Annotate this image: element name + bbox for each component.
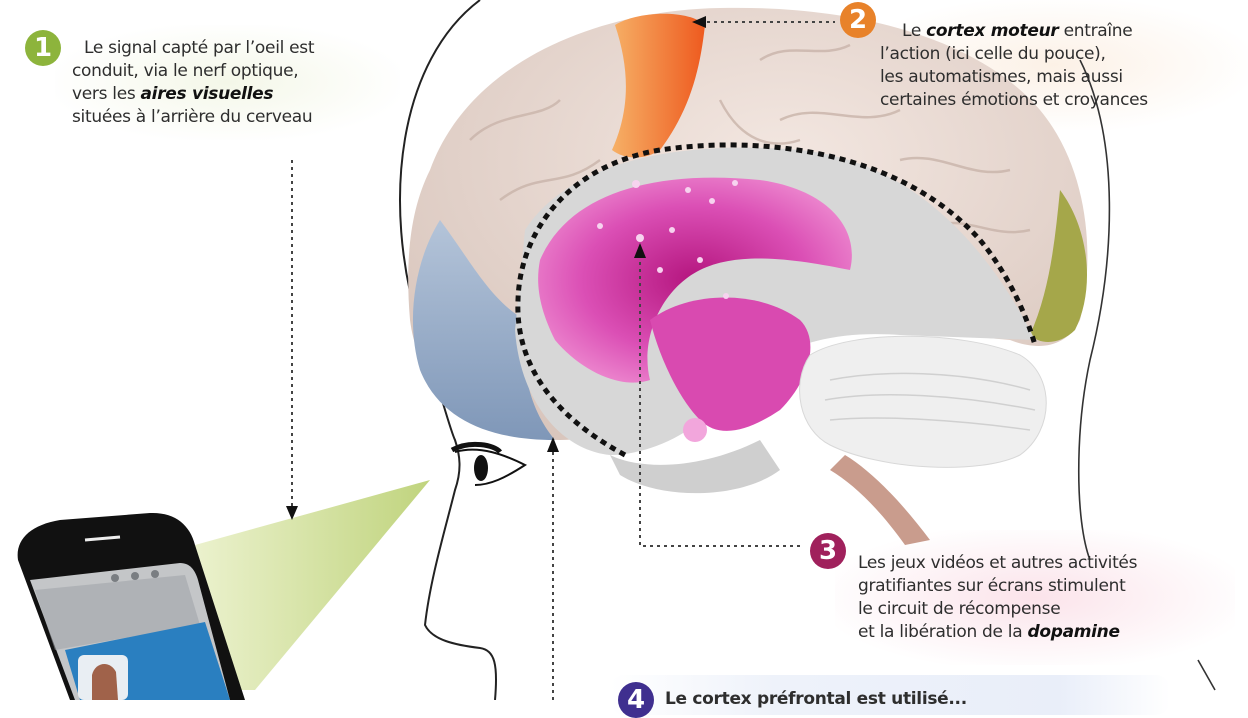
gaze-cone (195, 480, 430, 690)
step1-line3: vers les aires visuelles (72, 84, 274, 104)
brain-illustration (17, 0, 1216, 700)
cerebellum (799, 335, 1047, 468)
step2-line2: l’action (ici celle du pouce), (880, 44, 1106, 64)
step3-line2: gratifiantes sur écrans stimulent (858, 576, 1126, 596)
occipital-region (1030, 190, 1087, 342)
step1-line2: conduit, via le nerf optique, (72, 61, 299, 81)
step1-line4: situées à l’arrière du cerveau (72, 107, 313, 127)
visual-cortex (412, 220, 555, 440)
step1-caption: Le signal capté par l’oeil est conduit, … (72, 37, 412, 129)
step1-emphasis: aires visuelles (140, 84, 274, 104)
step2-line4: certaines émotions et croyances (880, 90, 1148, 110)
step2-badge: 2 (840, 2, 876, 38)
step1-badge: 1 (25, 30, 61, 66)
motor-cortex (612, 13, 705, 158)
step3-line4: et la libération de la dopamine (858, 622, 1120, 642)
step4-badge: 4 (618, 682, 654, 718)
step1-caption-background (55, 25, 400, 140)
step3-line3: le circuit de récompense (858, 599, 1061, 619)
step2-line3: les automatismes, mais aussi (880, 67, 1123, 87)
step3-caption: Les jeux vidéos et autres activités grat… (858, 552, 1238, 644)
reward-circuit (538, 177, 852, 383)
step3-emphasis: dopamine (1027, 622, 1120, 642)
smartphone-icon (17, 512, 245, 700)
step2-emphasis: cortex moteur (926, 21, 1059, 41)
step3-caption-background (835, 530, 1235, 665)
step3-line1: Les jeux vidéos et autres activités (858, 553, 1138, 573)
eye-icon (450, 441, 528, 486)
head-profile-outline (399, 0, 498, 700)
brainstem (830, 455, 930, 545)
step2-caption: Le cortex moteur entraîne l’action (ici … (880, 20, 1240, 112)
step1-line1: Le signal capté par l’oeil est (84, 38, 315, 58)
step2-line1: Le cortex moteur entraîne (902, 21, 1133, 41)
reward-region-boundary (515, 142, 1038, 458)
step3-badge: 3 (810, 533, 846, 569)
